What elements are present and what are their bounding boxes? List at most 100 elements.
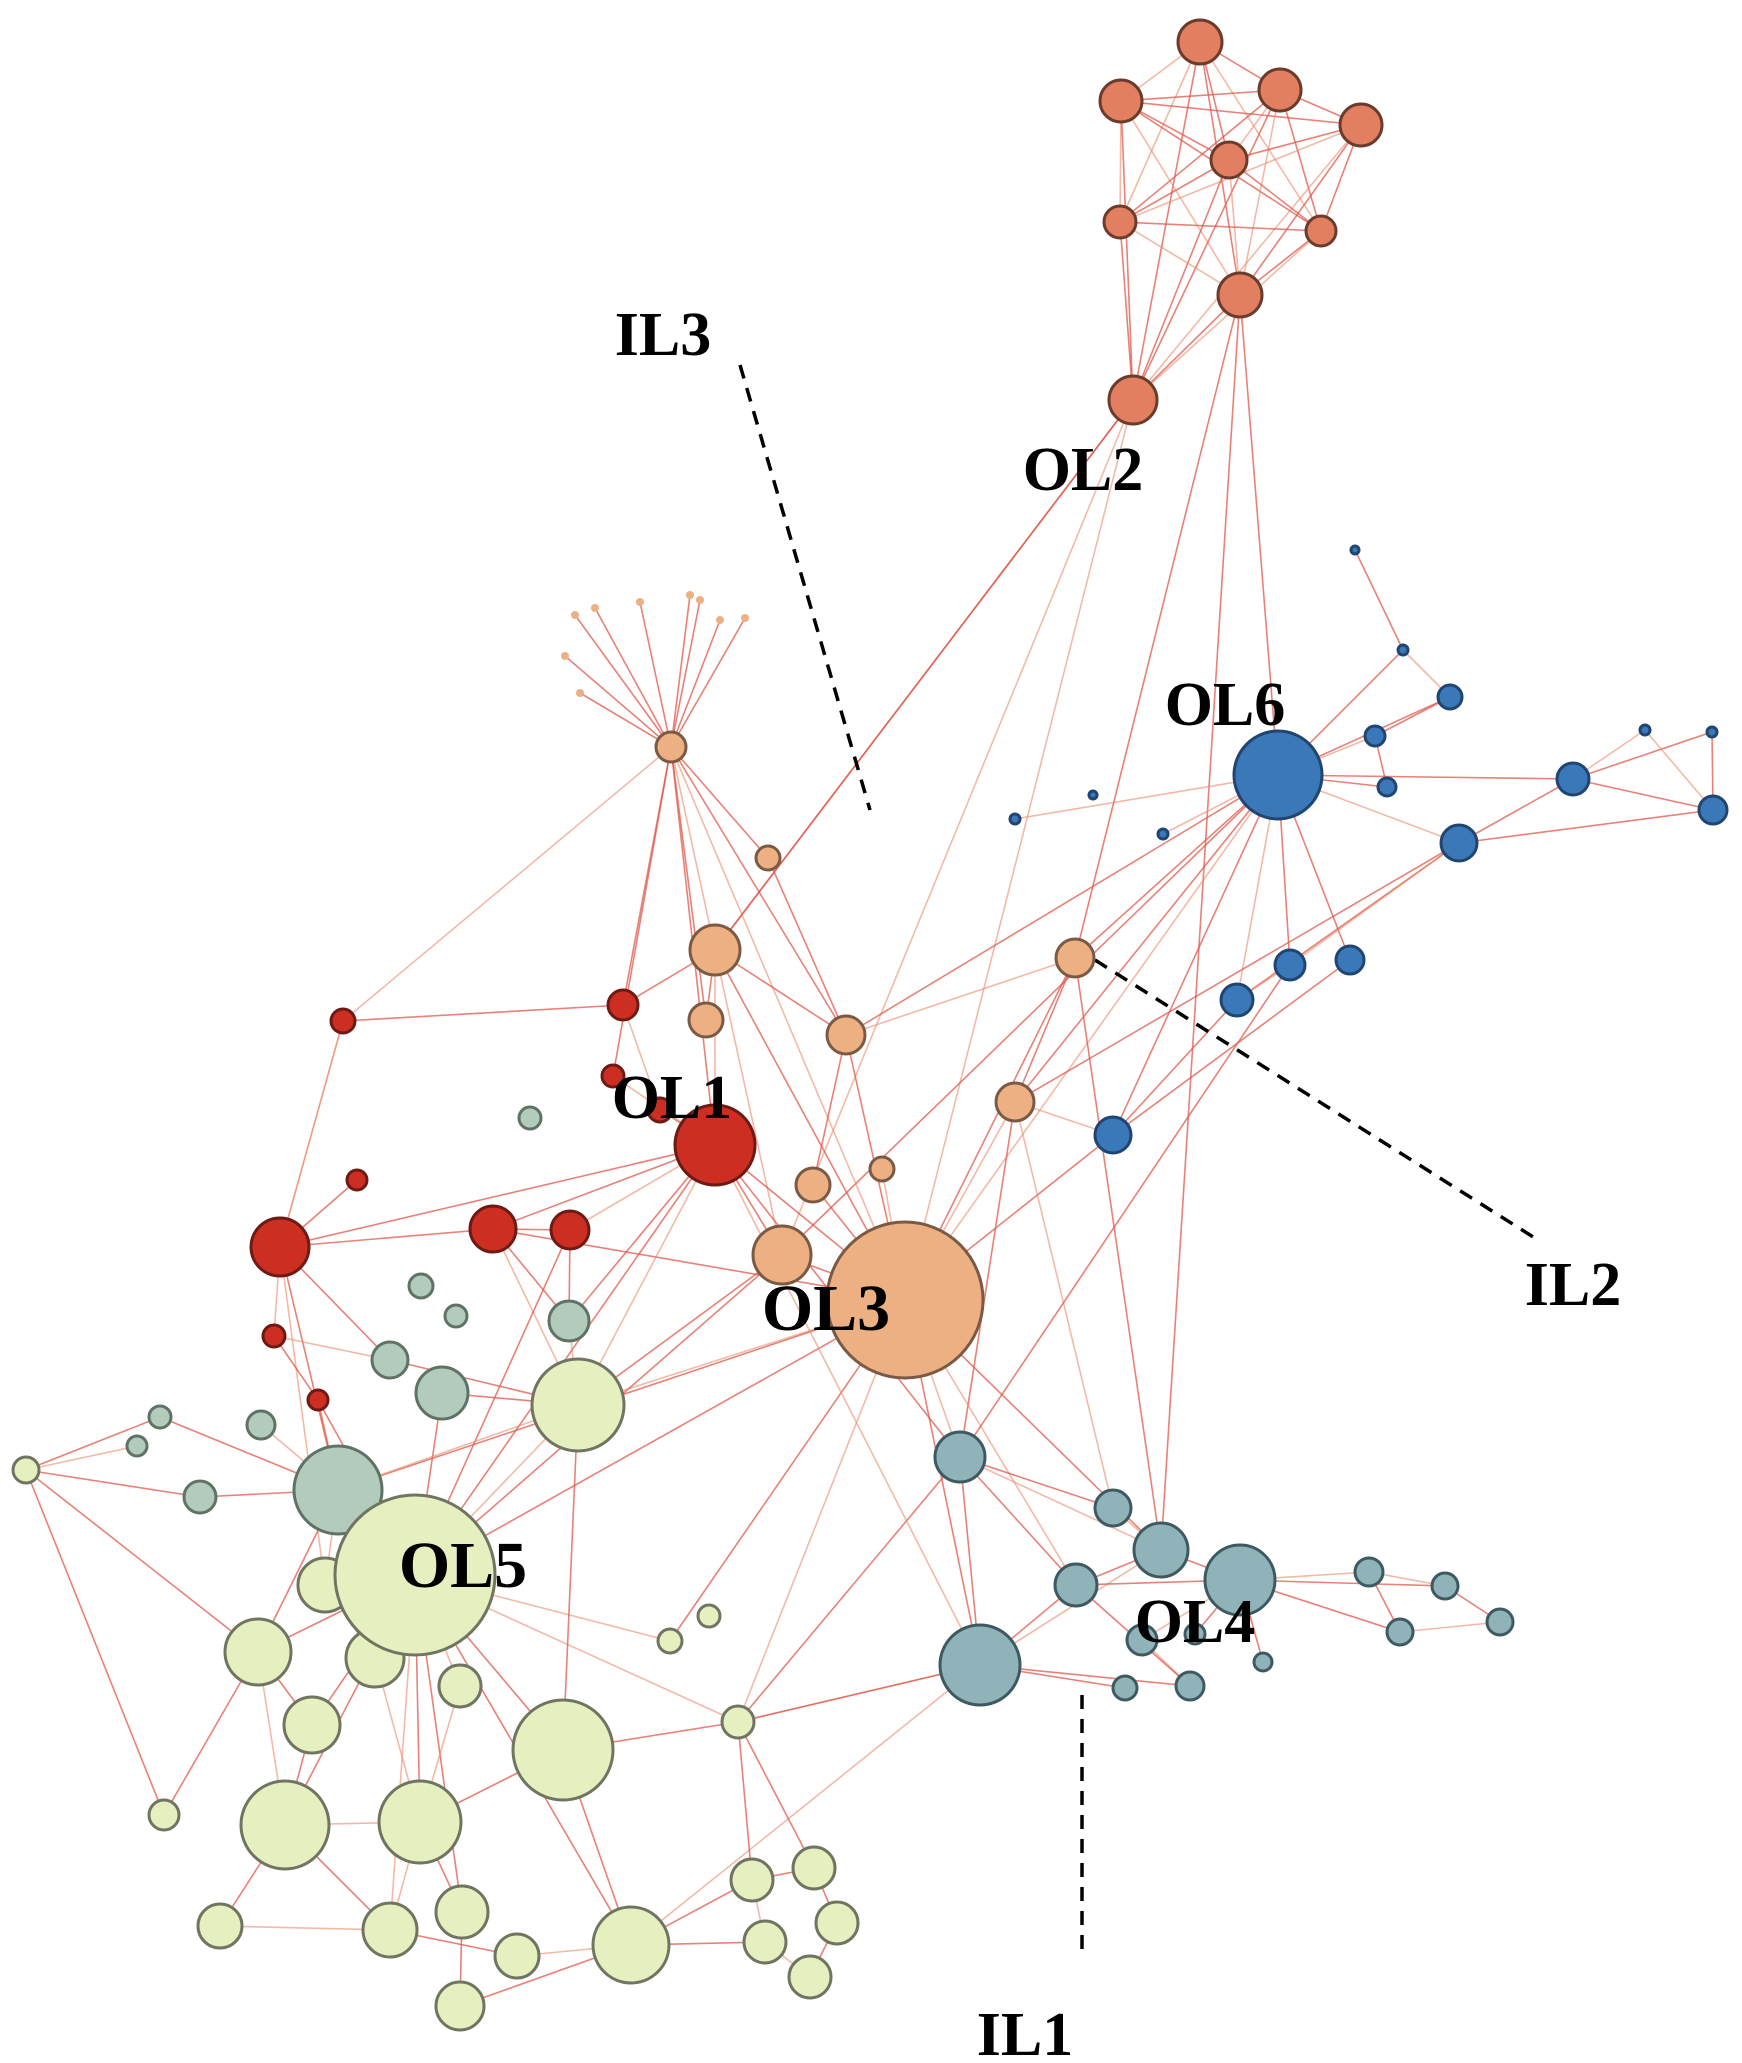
edge bbox=[1119, 221, 1322, 232]
node-b15 bbox=[1156, 827, 1170, 841]
edge bbox=[564, 655, 672, 748]
node-c2f bbox=[1102, 204, 1138, 240]
edge bbox=[1119, 41, 1201, 223]
edge bbox=[845, 957, 1076, 1036]
edge bbox=[714, 949, 783, 1256]
edge bbox=[1014, 774, 1279, 1103]
edge bbox=[1119, 89, 1281, 223]
edge bbox=[1120, 89, 1281, 102]
node-y3 bbox=[223, 1617, 293, 1687]
edge bbox=[670, 594, 691, 748]
edge bbox=[1132, 89, 1281, 401]
edge bbox=[781, 774, 1279, 1256]
node-y1 bbox=[530, 1357, 626, 1453]
node-c2b bbox=[1098, 78, 1144, 124]
edge bbox=[714, 399, 1134, 951]
edge bbox=[1572, 731, 1713, 780]
leaf-node bbox=[696, 596, 704, 604]
node-r3 bbox=[646, 1096, 674, 1124]
edge-layer bbox=[25, 41, 1714, 2007]
node-b13 bbox=[1638, 723, 1652, 737]
node-c2d bbox=[1338, 102, 1384, 148]
edge bbox=[670, 619, 721, 748]
node-g1 bbox=[292, 1444, 384, 1536]
node-t1 bbox=[933, 1430, 987, 1484]
edge bbox=[562, 1404, 579, 1751]
edge bbox=[1132, 41, 1201, 401]
node-c2h bbox=[1216, 271, 1264, 319]
node-t3 bbox=[1132, 1521, 1190, 1579]
edge bbox=[25, 1469, 259, 1653]
edge bbox=[1074, 294, 1241, 959]
node-y19 bbox=[791, 1845, 837, 1891]
edge bbox=[273, 1335, 319, 1401]
edge bbox=[1199, 41, 1322, 232]
edge bbox=[670, 746, 716, 951]
node-p10 bbox=[751, 1224, 813, 1286]
node-r9 bbox=[261, 1323, 287, 1349]
node-p6 bbox=[1054, 937, 1096, 979]
label-OL5: OL5 bbox=[399, 1529, 527, 1602]
leaf-node bbox=[716, 616, 724, 624]
node-g3 bbox=[370, 1340, 410, 1380]
edge bbox=[1458, 809, 1714, 844]
edge bbox=[1120, 100, 1134, 401]
node-t15 bbox=[1111, 1674, 1139, 1702]
node-t10 bbox=[1174, 1670, 1206, 1702]
node-t12 bbox=[1430, 1571, 1460, 1601]
node-y6 bbox=[282, 1695, 342, 1755]
label-OL1: OL1 bbox=[612, 1064, 733, 1132]
edge bbox=[414, 1299, 906, 1576]
edge bbox=[737, 1456, 961, 1723]
node-r10 bbox=[306, 1388, 330, 1412]
edge bbox=[594, 607, 672, 748]
node-g2 bbox=[414, 1365, 470, 1421]
node-r4 bbox=[329, 1007, 357, 1035]
node-r2 bbox=[600, 1063, 626, 1089]
node-y18 bbox=[729, 1857, 775, 1903]
edge bbox=[639, 601, 672, 748]
node-b14 bbox=[1705, 725, 1719, 739]
edge bbox=[670, 746, 847, 1036]
edge bbox=[670, 617, 746, 748]
node-r6 bbox=[468, 1204, 518, 1254]
node-b5 bbox=[1697, 794, 1729, 826]
edge bbox=[959, 1456, 1114, 1509]
edge bbox=[959, 1456, 1077, 1586]
label-IL3: IL3 bbox=[615, 301, 711, 369]
edge bbox=[670, 746, 769, 859]
node-t2 bbox=[1093, 1488, 1133, 1528]
node-b12 bbox=[1396, 643, 1410, 657]
node-c2e bbox=[1209, 140, 1249, 180]
node-g7 bbox=[147, 1404, 173, 1430]
edge bbox=[812, 1034, 847, 1186]
edge bbox=[1120, 100, 1362, 126]
edge bbox=[1239, 294, 1279, 776]
leaf-node bbox=[561, 652, 569, 660]
node-c2a bbox=[1176, 18, 1224, 66]
leader-line-layer bbox=[738, 364, 1539, 1955]
edge bbox=[25, 1469, 165, 1816]
node-g9 bbox=[407, 1272, 435, 1300]
node-r1 bbox=[606, 988, 640, 1022]
node-p9 bbox=[868, 1155, 896, 1183]
node-g11 bbox=[517, 1105, 543, 1131]
node-y16 bbox=[591, 1905, 671, 1985]
label-IL1: IL1 bbox=[977, 2001, 1073, 2063]
node-b17 bbox=[1087, 789, 1099, 801]
edge bbox=[1132, 230, 1322, 401]
edge bbox=[25, 1469, 201, 1498]
edge bbox=[25, 1416, 161, 1471]
edge bbox=[781, 399, 1134, 1256]
edge bbox=[1160, 294, 1241, 1551]
leaf-node bbox=[636, 598, 644, 606]
edge bbox=[959, 964, 1291, 1458]
node-c2c bbox=[1257, 67, 1303, 113]
node-t6 bbox=[938, 1623, 1022, 1707]
node-OL6n bbox=[1232, 729, 1324, 821]
edge bbox=[579, 692, 672, 748]
node-OL3n bbox=[825, 1220, 985, 1380]
edge bbox=[342, 746, 672, 1022]
node-y22 bbox=[787, 1954, 833, 2000]
edge bbox=[1572, 778, 1714, 811]
